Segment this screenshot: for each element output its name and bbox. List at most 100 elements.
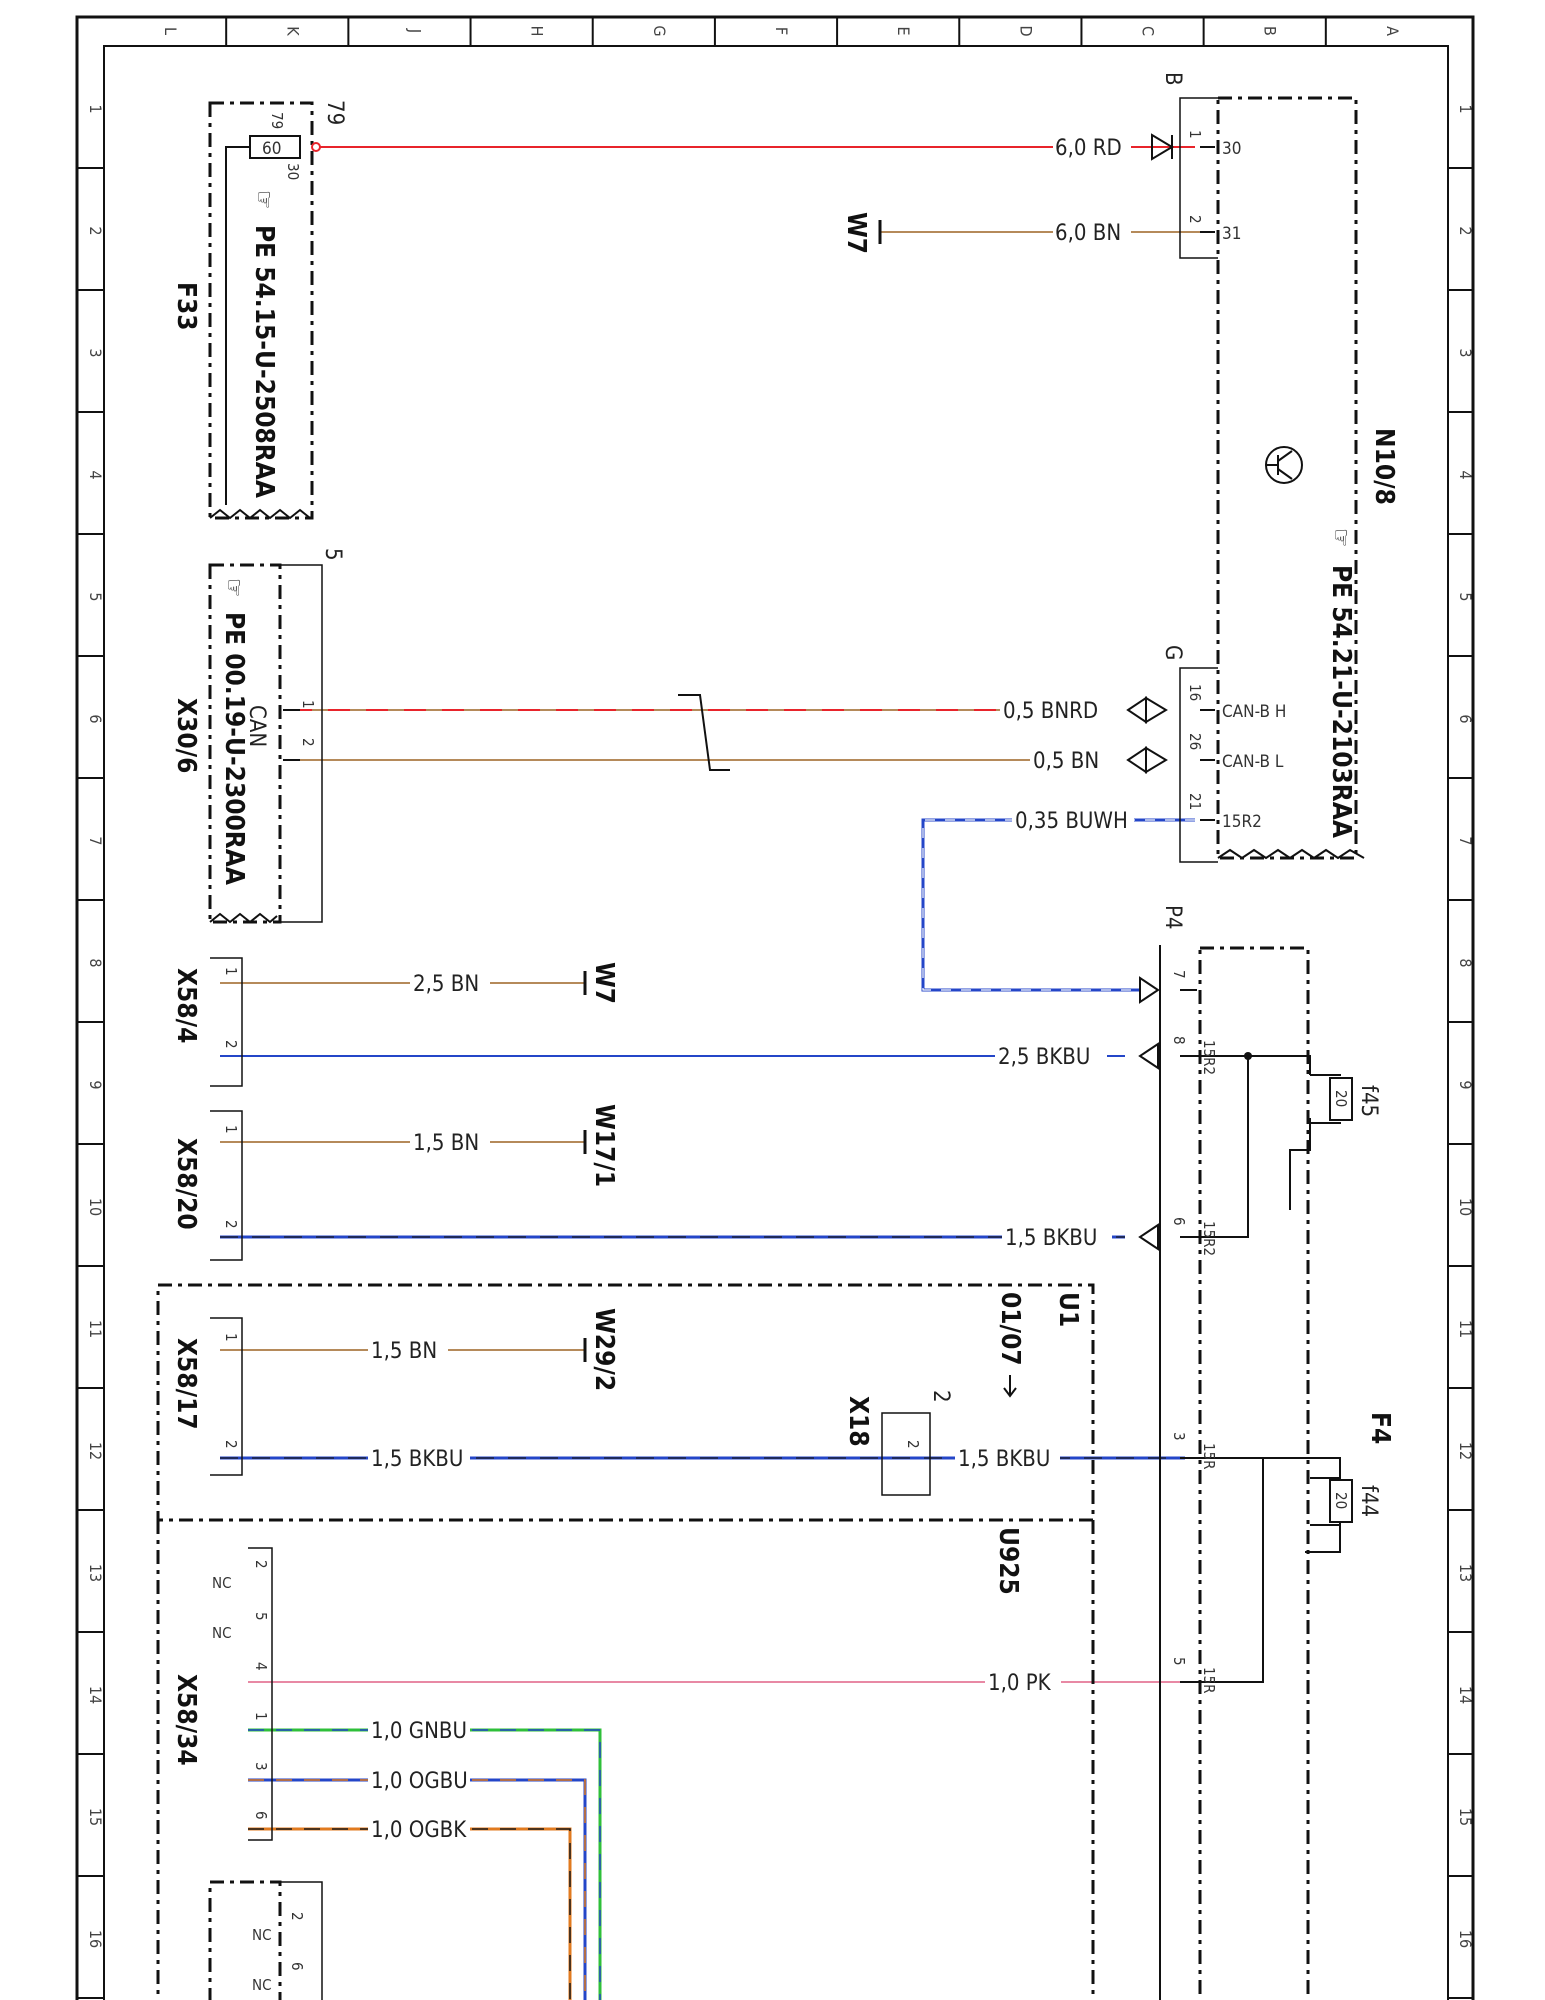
x58-34-nc-1: NC xyxy=(212,1574,232,1592)
bottom-pin-6: 6 xyxy=(288,1962,306,1971)
wire-ogbk-10-stripe xyxy=(248,1828,571,2000)
wire-buwh-035-stripe xyxy=(922,819,1195,991)
f4-box xyxy=(1198,946,1310,2000)
u925-box xyxy=(156,1520,1095,2000)
label-pk-10: 1,0 PK xyxy=(988,1671,1052,1696)
bottom-connector-box xyxy=(208,1880,282,2000)
x30-6-pin2: 2 xyxy=(299,738,317,747)
x18-name: X18 xyxy=(843,1396,873,1447)
u1-name: U1 xyxy=(1053,1292,1083,1327)
x58-34-pin-6: 6 xyxy=(252,1811,270,1820)
grid-row-label: 2 xyxy=(86,226,105,235)
x58-34-pin-1: 1 xyxy=(252,1712,270,1721)
f4-pin-3-num: 3 xyxy=(1170,1432,1188,1441)
x58-34-bracket xyxy=(248,1547,273,1841)
x30-6-pin1: 1 xyxy=(299,700,317,709)
inner-frame xyxy=(103,45,1449,2000)
f4-pin-8: 8 15R2 xyxy=(1138,1036,1218,1075)
f4-pin-5: 5 15R xyxy=(1170,1657,1218,1694)
u1-note-arrow-icon xyxy=(1003,1375,1017,1398)
bottom-nc-2: NC xyxy=(252,1976,272,1994)
grid-row-label: 1 xyxy=(1456,104,1475,113)
f33-box xyxy=(208,101,314,520)
bottom-pin-2: 2 xyxy=(288,1912,306,1921)
n10-8-pin-2: 2 31 xyxy=(1186,215,1241,244)
grid-col-label: D xyxy=(1016,25,1035,36)
x30-6-bank: 5 xyxy=(320,548,345,561)
grid-row-label: 2 xyxy=(1456,226,1475,235)
wire-ogbu-10-stripe xyxy=(248,1779,586,2000)
grid-row-label: 16 xyxy=(1456,1930,1475,1948)
x30-6-ref: PE 00.19-U-2300RAA xyxy=(219,612,249,885)
n10-8-pin-21-num: 21 xyxy=(1186,793,1204,810)
x58-20-pin1: 1 xyxy=(222,1125,240,1134)
component-x58-34: NC NC 2 5 4 1 3 6 X58/34 xyxy=(171,1547,273,1841)
f4-pin-3: 3 15R xyxy=(1170,1432,1218,1470)
component-u925: U925 xyxy=(156,1520,1095,2000)
f4-name: F4 xyxy=(1365,1412,1395,1444)
grid-col-label: A xyxy=(1383,26,1402,36)
f33-zigzag xyxy=(209,508,311,520)
u1-note: 01/07 xyxy=(995,1292,1025,1366)
x18-bank: 2 xyxy=(928,1390,953,1403)
label-bkbu-15b-left: 1,5 BKBU xyxy=(371,1447,463,1472)
grid-row-label: 15 xyxy=(1456,1808,1475,1826)
grid-row-label: 13 xyxy=(1456,1564,1475,1582)
grid-row-label: 15 xyxy=(86,1808,105,1826)
grid-row-label: 8 xyxy=(86,958,105,967)
n10-8-pin-21: 21 15R2 xyxy=(1186,793,1262,832)
fuse-f44 xyxy=(1329,1479,1353,1523)
grid-col-label: B xyxy=(1261,26,1280,36)
f33-name: F33 xyxy=(171,282,201,331)
grid-row-label: 4 xyxy=(1456,470,1475,479)
grounds: W7 W7 W17/1 W29/2 xyxy=(583,212,882,1391)
grid-row-label: 7 xyxy=(86,836,105,845)
n10-8-hand-icon: ☞ xyxy=(1327,528,1355,547)
grid-row-label: 9 xyxy=(86,1080,105,1089)
wire-gnbu-10-stripe xyxy=(248,1729,601,2000)
component-n10-8: B G N10/8 ☞ PE 54.21-U-2103RAA 1 30 2 31… xyxy=(1160,72,1399,863)
grid-col-label: G xyxy=(650,25,669,36)
f4-bus-f45-return xyxy=(1289,1118,1311,1210)
label-rd-6: 6,0 RD xyxy=(1055,136,1122,161)
f4-pin-3-label: 15R xyxy=(1200,1443,1218,1470)
grid-row-label: 3 xyxy=(86,348,105,357)
x58-4-pin1: 1 xyxy=(222,967,240,976)
fuse-f45-label: f45 xyxy=(1356,1085,1381,1117)
grid-row-label: 5 xyxy=(86,592,105,601)
x58-4-name: X58/4 xyxy=(171,968,201,1043)
bottom-nc-1: NC xyxy=(252,1926,272,1944)
grid-row-label: 13 xyxy=(86,1564,105,1582)
grid-row-label: 12 xyxy=(86,1442,105,1460)
f33-ref: PE 54.15-U-2508RAA xyxy=(249,225,279,498)
f4-bus-3 xyxy=(1195,1457,1341,1478)
n10-8-conn-g-label: G xyxy=(1160,645,1185,660)
fuse-f44-value: 20 xyxy=(1332,1492,1350,1509)
f33-fuse-lead xyxy=(225,146,250,505)
grid-col-label: K xyxy=(283,26,302,36)
x30-6-sub: CAN xyxy=(244,705,269,747)
component-x58-17: 1 2 X58/17 xyxy=(171,1317,243,1476)
f33-pin-bottom: 30 xyxy=(284,163,302,180)
grid-row-label: 7 xyxy=(1456,836,1475,845)
ground-w7-mid: W7 xyxy=(589,962,619,1004)
grid-row-label: 11 xyxy=(1456,1320,1475,1338)
grid-row-label: 11 xyxy=(86,1320,105,1338)
x58-34-pin-4: 4 xyxy=(252,1662,270,1671)
grid-row-label: 9 xyxy=(1456,1080,1475,1089)
f4-pin-7: 7 xyxy=(1139,970,1197,1004)
f4-pin-5-num: 5 xyxy=(1170,1657,1188,1666)
n10-8-name: N10/8 xyxy=(1369,428,1399,505)
grid-row-label: 5 xyxy=(1456,592,1475,601)
f4-pin-8-label: 15R2 xyxy=(1200,1040,1218,1075)
f4-bus-5 xyxy=(1195,1458,1264,1683)
n10-8-pin-21-label: 15R2 xyxy=(1222,812,1262,832)
x58-17-pin2: 2 xyxy=(222,1440,240,1449)
n10-8-conn-b-label: B xyxy=(1160,72,1185,86)
bottom-connector-bracket xyxy=(280,1881,323,2000)
arrow-bn05 xyxy=(1126,746,1168,774)
label-bn-15a: 1,5 BN xyxy=(413,1131,479,1156)
component-x58-20: 1 2 X58/20 xyxy=(171,1110,243,1261)
